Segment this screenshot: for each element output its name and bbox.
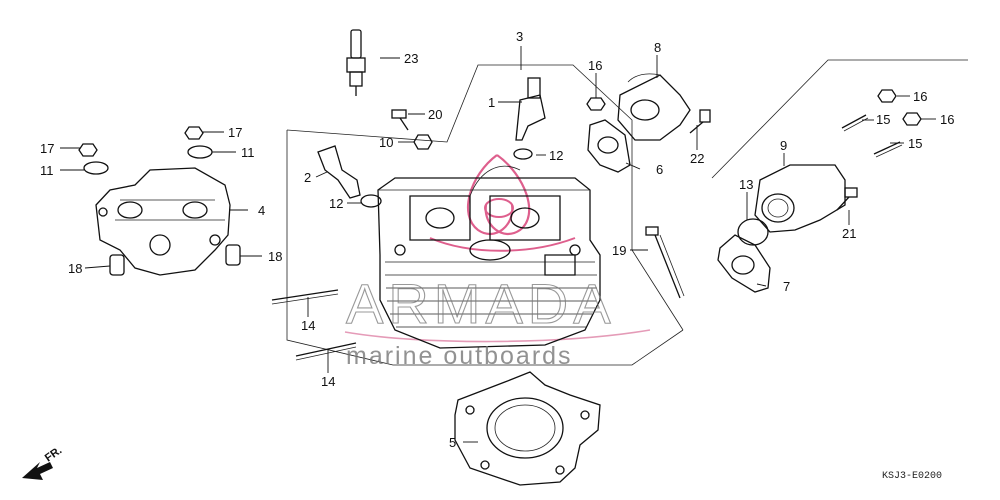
callout-8: 8: [654, 40, 661, 55]
o-ring-12-upper: [513, 148, 533, 160]
callout-15-upper: 15: [876, 112, 890, 127]
nut-16-center: [586, 97, 606, 111]
gasket-7: [717, 234, 771, 293]
stud-15-upper: [841, 114, 869, 132]
bolt-19: [645, 226, 685, 299]
callout-5: 5: [449, 435, 456, 450]
insulator-gasket-6: [587, 119, 631, 173]
callout-6: 6: [656, 162, 663, 177]
callout-16-center: 16: [588, 58, 602, 73]
watermark-brand: ARMADA: [346, 272, 616, 335]
front-direction-marker: FR.: [22, 444, 64, 480]
callout-17-left: 17: [40, 141, 54, 156]
diagram-code: KSJ3-E0200: [882, 471, 942, 482]
washer-11-left: [83, 161, 109, 175]
spark-plug: [346, 29, 366, 96]
callout-23: 23: [404, 51, 418, 66]
bolt-20: [391, 109, 409, 131]
o-ring-13: [737, 218, 769, 246]
callout-12-upper: 12: [549, 148, 563, 163]
rocker-arm-holder: [95, 167, 231, 276]
bolt-22: [689, 109, 711, 134]
callout-11-left: 11: [40, 163, 54, 178]
front-label: FR.: [43, 444, 64, 464]
callout-16-upper-right: 16: [913, 89, 927, 104]
callout-11-right: 11: [241, 145, 255, 160]
callout-labels: 1 2 3 4 5 6 7 8 9 10 11 11 12 12 13 14 1…: [40, 29, 954, 450]
callout-9: 9: [780, 138, 787, 153]
callout-2: 2: [304, 170, 311, 185]
callout-21: 21: [842, 226, 856, 241]
nut-16-upper-right: [877, 89, 897, 103]
callout-19: 19: [612, 243, 626, 258]
callout-10: 10: [379, 135, 393, 150]
valve-guide-lower: [317, 145, 361, 199]
bolt-21: [836, 187, 858, 211]
nut-10: [413, 134, 433, 150]
stud-14-lower: [295, 342, 357, 361]
callout-16-lower-right: 16: [940, 112, 954, 127]
nut-16-lower-right: [902, 112, 922, 126]
watermark-logo: [344, 154, 651, 343]
stud-14-upper: [271, 289, 339, 305]
dowel-18-left: [109, 254, 125, 276]
callout-18-left: 18: [68, 261, 82, 276]
callout-14-lower: 14: [321, 374, 335, 389]
nut-17-right: [184, 126, 204, 140]
leader-lines: [60, 46, 936, 443]
callout-13: 13: [739, 177, 753, 192]
callout-12-lower: 12: [329, 196, 343, 211]
callout-22: 22: [690, 151, 704, 166]
callout-20: 20: [428, 107, 442, 122]
insulator-8: [617, 73, 691, 141]
callout-18-right: 18: [268, 249, 282, 264]
callout-7: 7: [783, 279, 790, 294]
o-ring-12-lower: [360, 194, 382, 208]
front-arrow-icon: [22, 462, 53, 480]
washer-11-right: [187, 145, 213, 159]
carb-insulator-9: [754, 164, 846, 233]
cylinder-head: [377, 165, 601, 349]
group-bracket-right: [711, 59, 968, 179]
callout-1: 1: [488, 95, 495, 110]
callout-3: 3: [516, 29, 523, 44]
callout-17-right: 17: [228, 125, 242, 140]
stud-15-lower: [873, 141, 903, 158]
nut-17-left: [78, 143, 98, 157]
callout-15-lower: 15: [908, 136, 922, 151]
callout-14-upper: 14: [301, 318, 315, 333]
callout-4: 4: [258, 203, 265, 218]
head-gasket: [454, 371, 601, 486]
valve-guide-upper: [515, 77, 546, 141]
dowel-18-right: [225, 244, 241, 266]
watermark-tagline: marine outboards: [346, 342, 573, 370]
